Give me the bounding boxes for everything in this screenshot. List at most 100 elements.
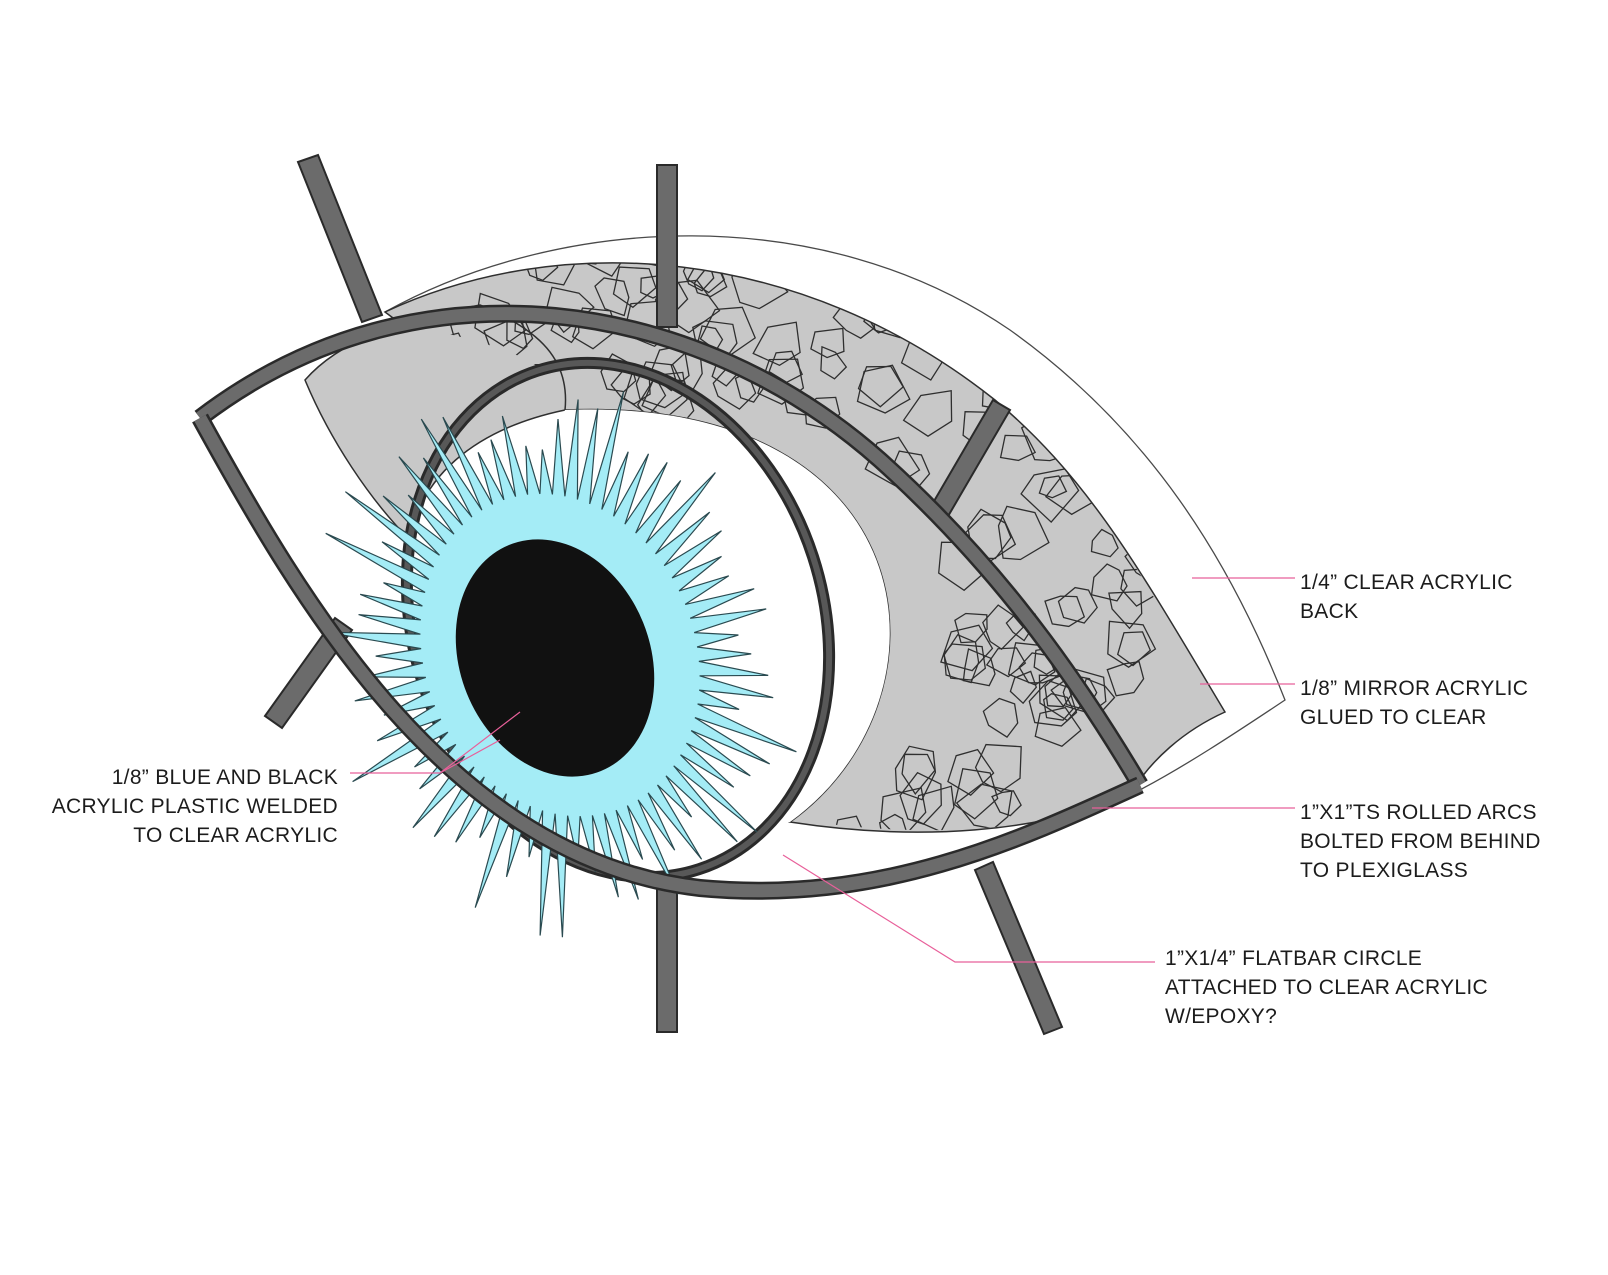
mirror-tile — [1056, 368, 1088, 395]
mirror-tile — [880, 787, 927, 831]
mirror-tile — [424, 204, 472, 261]
mirror-tile — [935, 262, 985, 265]
bar-bottom-right — [973, 860, 1064, 1036]
mirror-tile — [992, 342, 1036, 379]
mirror-tile — [797, 262, 839, 272]
mirror-tile — [1018, 296, 1068, 335]
mirror-tile — [980, 297, 1010, 328]
mirror-tile — [641, 371, 688, 418]
mirror-tile — [1111, 470, 1153, 507]
mirror-tile — [889, 213, 937, 260]
mirror-tile — [1090, 464, 1140, 511]
mirror-tile — [850, 262, 891, 290]
clear-acrylic-back-outline — [384, 235, 1286, 796]
leader-flatbar-circle — [782, 854, 1155, 963]
mirror-tile — [682, 262, 715, 292]
mirror-tile — [932, 297, 963, 331]
mirror-tile — [982, 604, 1025, 651]
mirror-tile — [1111, 493, 1164, 543]
mirror-tile — [939, 232, 963, 258]
mirror-tile — [982, 697, 1019, 738]
mirror-tile — [1066, 326, 1094, 353]
mirror-tile — [1009, 670, 1038, 705]
mirror-tile — [319, 706, 345, 733]
mirror-tile — [866, 267, 898, 306]
mirror-tile — [385, 580, 389, 631]
mirror-tile — [850, 268, 904, 321]
mirror-tile — [1020, 468, 1080, 524]
mirror-tile — [1090, 528, 1119, 558]
mirror-tile — [1107, 620, 1157, 668]
mirror-tile — [920, 272, 950, 308]
mirror-tile — [997, 266, 1036, 298]
mirror-tile — [975, 347, 1015, 383]
mirror-tile — [1108, 590, 1143, 630]
mirror-tile — [974, 743, 1022, 793]
mirror-tile — [558, 262, 613, 265]
mirror-tile — [577, 262, 626, 277]
mirror-tile — [820, 345, 848, 380]
mirror-tile — [506, 321, 534, 350]
label-mirror-acrylic: 1/8” MIRROR ACRYLIC GLUED TO CLEAR — [1300, 677, 1529, 729]
rolled-arc-frame — [192, 304, 1148, 900]
mirror-tile — [854, 286, 886, 320]
mirror-tile — [967, 508, 1012, 560]
mirror-tile — [856, 364, 911, 414]
mirror-tile — [752, 321, 801, 367]
mirror-tile — [425, 262, 468, 276]
mirror-tile — [1106, 660, 1145, 697]
black-acrylic-pupil — [455, 539, 655, 777]
mirror-tile — [385, 768, 427, 806]
mirror-tile — [810, 327, 845, 359]
mirror-tile — [1033, 298, 1065, 330]
mirror-tile — [594, 277, 630, 317]
mirror-tile — [947, 748, 995, 797]
mirror-tile — [940, 624, 994, 672]
leader-blue-black-b — [439, 739, 501, 774]
mirror-tile — [991, 790, 1022, 817]
mirror-tile — [923, 317, 964, 360]
mirror-tile — [1044, 595, 1086, 628]
mirror-tile — [297, 453, 348, 499]
mirror-tile — [705, 218, 746, 252]
mirror-tile — [612, 266, 657, 309]
mirror-tile — [901, 753, 936, 795]
mirror-tile — [1090, 563, 1128, 602]
mirror-tile — [693, 264, 728, 298]
mirror-tile — [1042, 692, 1074, 721]
mirror-tile — [819, 262, 877, 265]
mirror-tile — [985, 647, 1027, 678]
mirror-tile — [344, 755, 383, 799]
mirror-tile — [435, 218, 459, 243]
mirror-tile — [918, 316, 949, 352]
label-clear-acrylic-back: 1/4” CLEAR ACRYLIC BACK — [1300, 571, 1513, 623]
mirror-tile — [894, 745, 937, 801]
mirror-tile — [336, 502, 374, 532]
mirror-tile — [902, 389, 953, 437]
mirror-tile — [1119, 423, 1156, 465]
bar-top-left — [296, 153, 384, 324]
mirror-tile — [545, 286, 595, 334]
mirror-tile — [999, 359, 1064, 412]
label-blue-black-acrylic: 1/8” BLUE AND BLACK ACRYLIC PLASTIC WELD… — [51, 766, 338, 847]
mirror-tile — [279, 416, 319, 465]
mirror-tile — [385, 775, 408, 820]
mirror-tile — [953, 767, 999, 820]
mirror-tile — [385, 262, 405, 282]
mirror-tile — [785, 262, 826, 285]
mirror-tile — [999, 434, 1037, 462]
label-rolled-arcs: 1”X1”TS ROLLED ARCS BOLTED FROM BEHIND T… — [1300, 801, 1541, 882]
mirror-tile — [635, 361, 688, 409]
mirror-tile — [746, 262, 775, 276]
mirror-tile — [912, 785, 955, 831]
mirror-tile — [988, 262, 1030, 292]
mirror-tile — [878, 813, 908, 831]
leader-lines — [350, 577, 1295, 963]
mirror-tile — [1034, 706, 1082, 747]
bar-top-center — [656, 164, 678, 328]
mirror-tile — [1014, 374, 1058, 421]
mirror-tile — [1069, 393, 1106, 431]
mirror-tile — [605, 229, 639, 257]
mirror-tile — [523, 262, 559, 282]
